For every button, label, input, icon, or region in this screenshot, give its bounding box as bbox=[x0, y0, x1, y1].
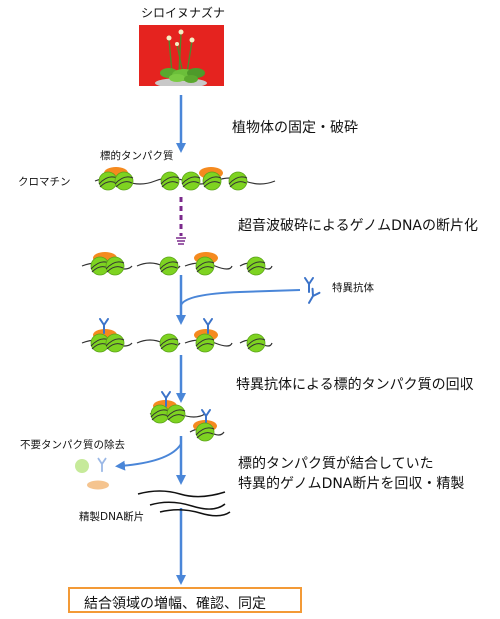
chromatin-strand bbox=[94, 167, 276, 191]
arabidopsis-plant-icon bbox=[139, 25, 224, 88]
chromatin-label: クロマチン bbox=[18, 176, 71, 188]
step-sonication: 超音波破砕によるゲノムDNAの断片化 bbox=[238, 218, 478, 234]
arabidopsis-photo bbox=[139, 25, 224, 88]
remove-arrow bbox=[115, 443, 182, 471]
target-protein-label: 標的タンパク質 bbox=[100, 150, 174, 162]
final-step-box: 結合領域の増幅、確認、同定 bbox=[68, 587, 302, 613]
sonication-wave-icon bbox=[176, 237, 186, 245]
removed-proteins-icon bbox=[75, 457, 109, 490]
step-recover-line1: 標的タンパク質が結合していた bbox=[238, 456, 434, 472]
recovered-complex bbox=[149, 391, 225, 442]
purified-dna-fragments bbox=[137, 490, 231, 517]
remove-protein-label: 不要タンパク質の除去 bbox=[20, 439, 125, 451]
purified-dna-label: 精製DNA断片 bbox=[79, 511, 145, 523]
antibody-add-arrow bbox=[180, 289, 301, 306]
antibody-bound-fragments bbox=[81, 318, 273, 353]
specific-antibody-label: 特異抗体 bbox=[332, 282, 374, 294]
step-fix-disrupt: 植物体の固定・破砕 bbox=[232, 120, 358, 136]
step-recover-line2: 特異的ゲノムDNA断片を回収・精製 bbox=[238, 476, 465, 492]
dna-fragments bbox=[81, 252, 273, 276]
organism-title: シロイヌナズナ bbox=[141, 6, 226, 20]
final-step-text: 結合領域の増幅、確認、同定 bbox=[84, 596, 266, 612]
antibody-icon bbox=[304, 277, 321, 306]
step-immunoprecipitation: 特異抗体による標的タンパク質の回収 bbox=[236, 377, 474, 393]
